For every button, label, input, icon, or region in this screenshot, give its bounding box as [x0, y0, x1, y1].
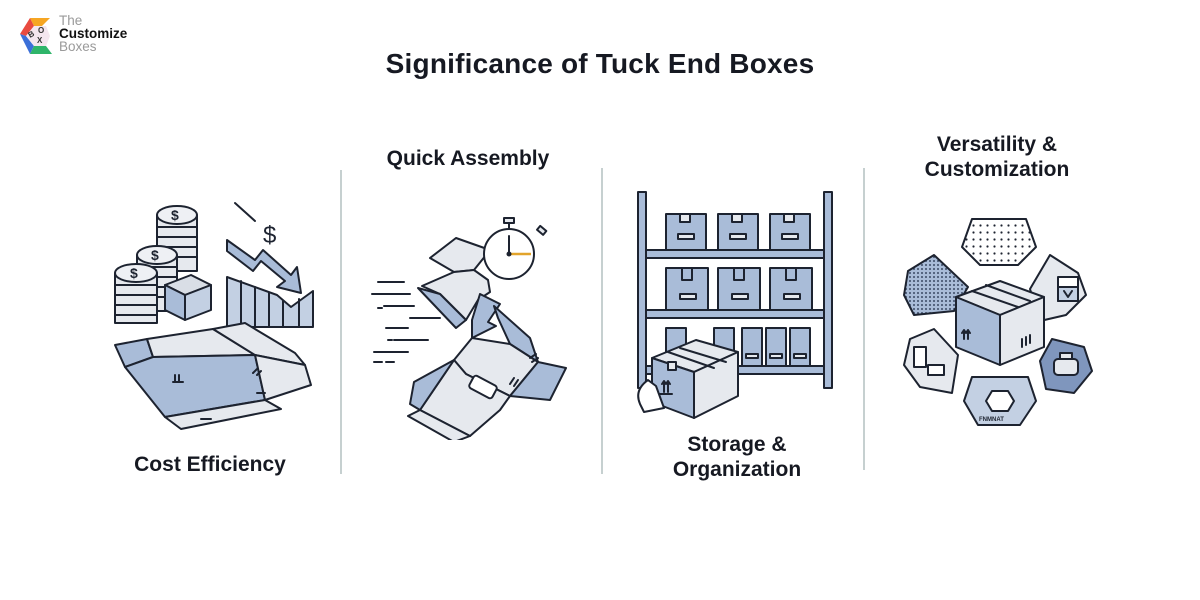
section-label-versatility-line2: Customization — [924, 158, 1070, 181]
held-box — [637, 339, 739, 419]
logo-letter-x: X — [37, 36, 43, 45]
small-box — [164, 274, 212, 321]
section-label-cost-efficiency: Cost Efficiency — [134, 453, 286, 476]
logo-cube-icon: B O X — [20, 18, 52, 54]
speed-lines — [371, 281, 441, 363]
logo-line-1: The — [59, 13, 83, 28]
section-label-storage-line2: Organization — [672, 458, 802, 481]
section-divider-2 — [601, 168, 603, 474]
section-divider-1 — [340, 170, 342, 474]
open-tuck-box — [114, 322, 312, 430]
logo-line-2: Customize — [59, 26, 128, 41]
shelf-boxes-icon — [637, 191, 833, 419]
dollar-symbol: $ — [263, 222, 276, 249]
dollar-symbol: $ — [171, 207, 179, 223]
custom-box-options-icon: FNMNAT — [903, 218, 1093, 426]
dollar-symbol: $ — [151, 247, 159, 263]
shelf-boxes-top — [665, 213, 811, 251]
dollar-symbol: $ — [130, 265, 138, 281]
pattern-tile-mesh — [903, 254, 969, 316]
stopwatch-icon — [483, 217, 548, 280]
logo-letter-o: O — [38, 26, 44, 35]
pattern-tile-dotted — [961, 218, 1037, 266]
center-box — [955, 280, 1045, 366]
downtrend-arrow: $ — [226, 202, 302, 294]
bar-chart — [226, 276, 314, 328]
coins-box-downtrend-icon: $ $ $ $ — [114, 202, 314, 430]
section-label-versatility-line1: Versatility & — [936, 133, 1058, 156]
logo-letter-b: B — [27, 29, 37, 40]
shelf-boxes-middle — [665, 267, 813, 311]
packaging-tile — [903, 328, 959, 394]
section-label-quick-assembly: Quick Assembly — [386, 147, 550, 170]
logo-line-3: Boxes — [59, 39, 97, 54]
logo-wordmark: The Customize Boxes — [59, 13, 128, 54]
coin-stack-front: $ — [114, 263, 158, 324]
section-divider-3 — [863, 168, 865, 470]
page-title: Significance of Tuck End Boxes — [385, 48, 815, 79]
brand-logo[interactable]: B O X The Customize Boxes — [20, 14, 150, 58]
section-label-storage-line1: Storage & — [687, 433, 787, 456]
box-assembly-stopwatch-icon — [371, 217, 567, 440]
tile-badge-text: FNMNAT — [979, 417, 1004, 423]
